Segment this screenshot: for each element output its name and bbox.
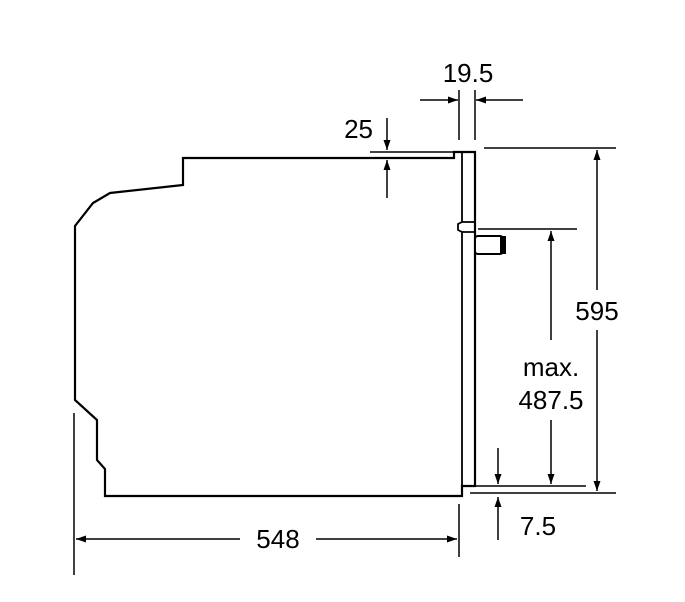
door-panel bbox=[457, 152, 463, 486]
dim-19-5-label: 19.5 bbox=[443, 58, 494, 88]
dim-487-value-label: 487.5 bbox=[518, 385, 583, 415]
dim-7-5-label: 7.5 bbox=[520, 511, 556, 541]
dim-487-max-label: max. bbox=[523, 352, 579, 382]
dim-595-label: 595 bbox=[575, 296, 618, 326]
dim-548-label: 548 bbox=[256, 524, 299, 554]
oven-body-outline bbox=[73, 150, 477, 498]
control-knob-cap bbox=[500, 236, 506, 254]
control-knob bbox=[474, 235, 504, 255]
door-handle-hinge bbox=[462, 221, 475, 233]
dim-25-label: 25 bbox=[344, 114, 373, 144]
